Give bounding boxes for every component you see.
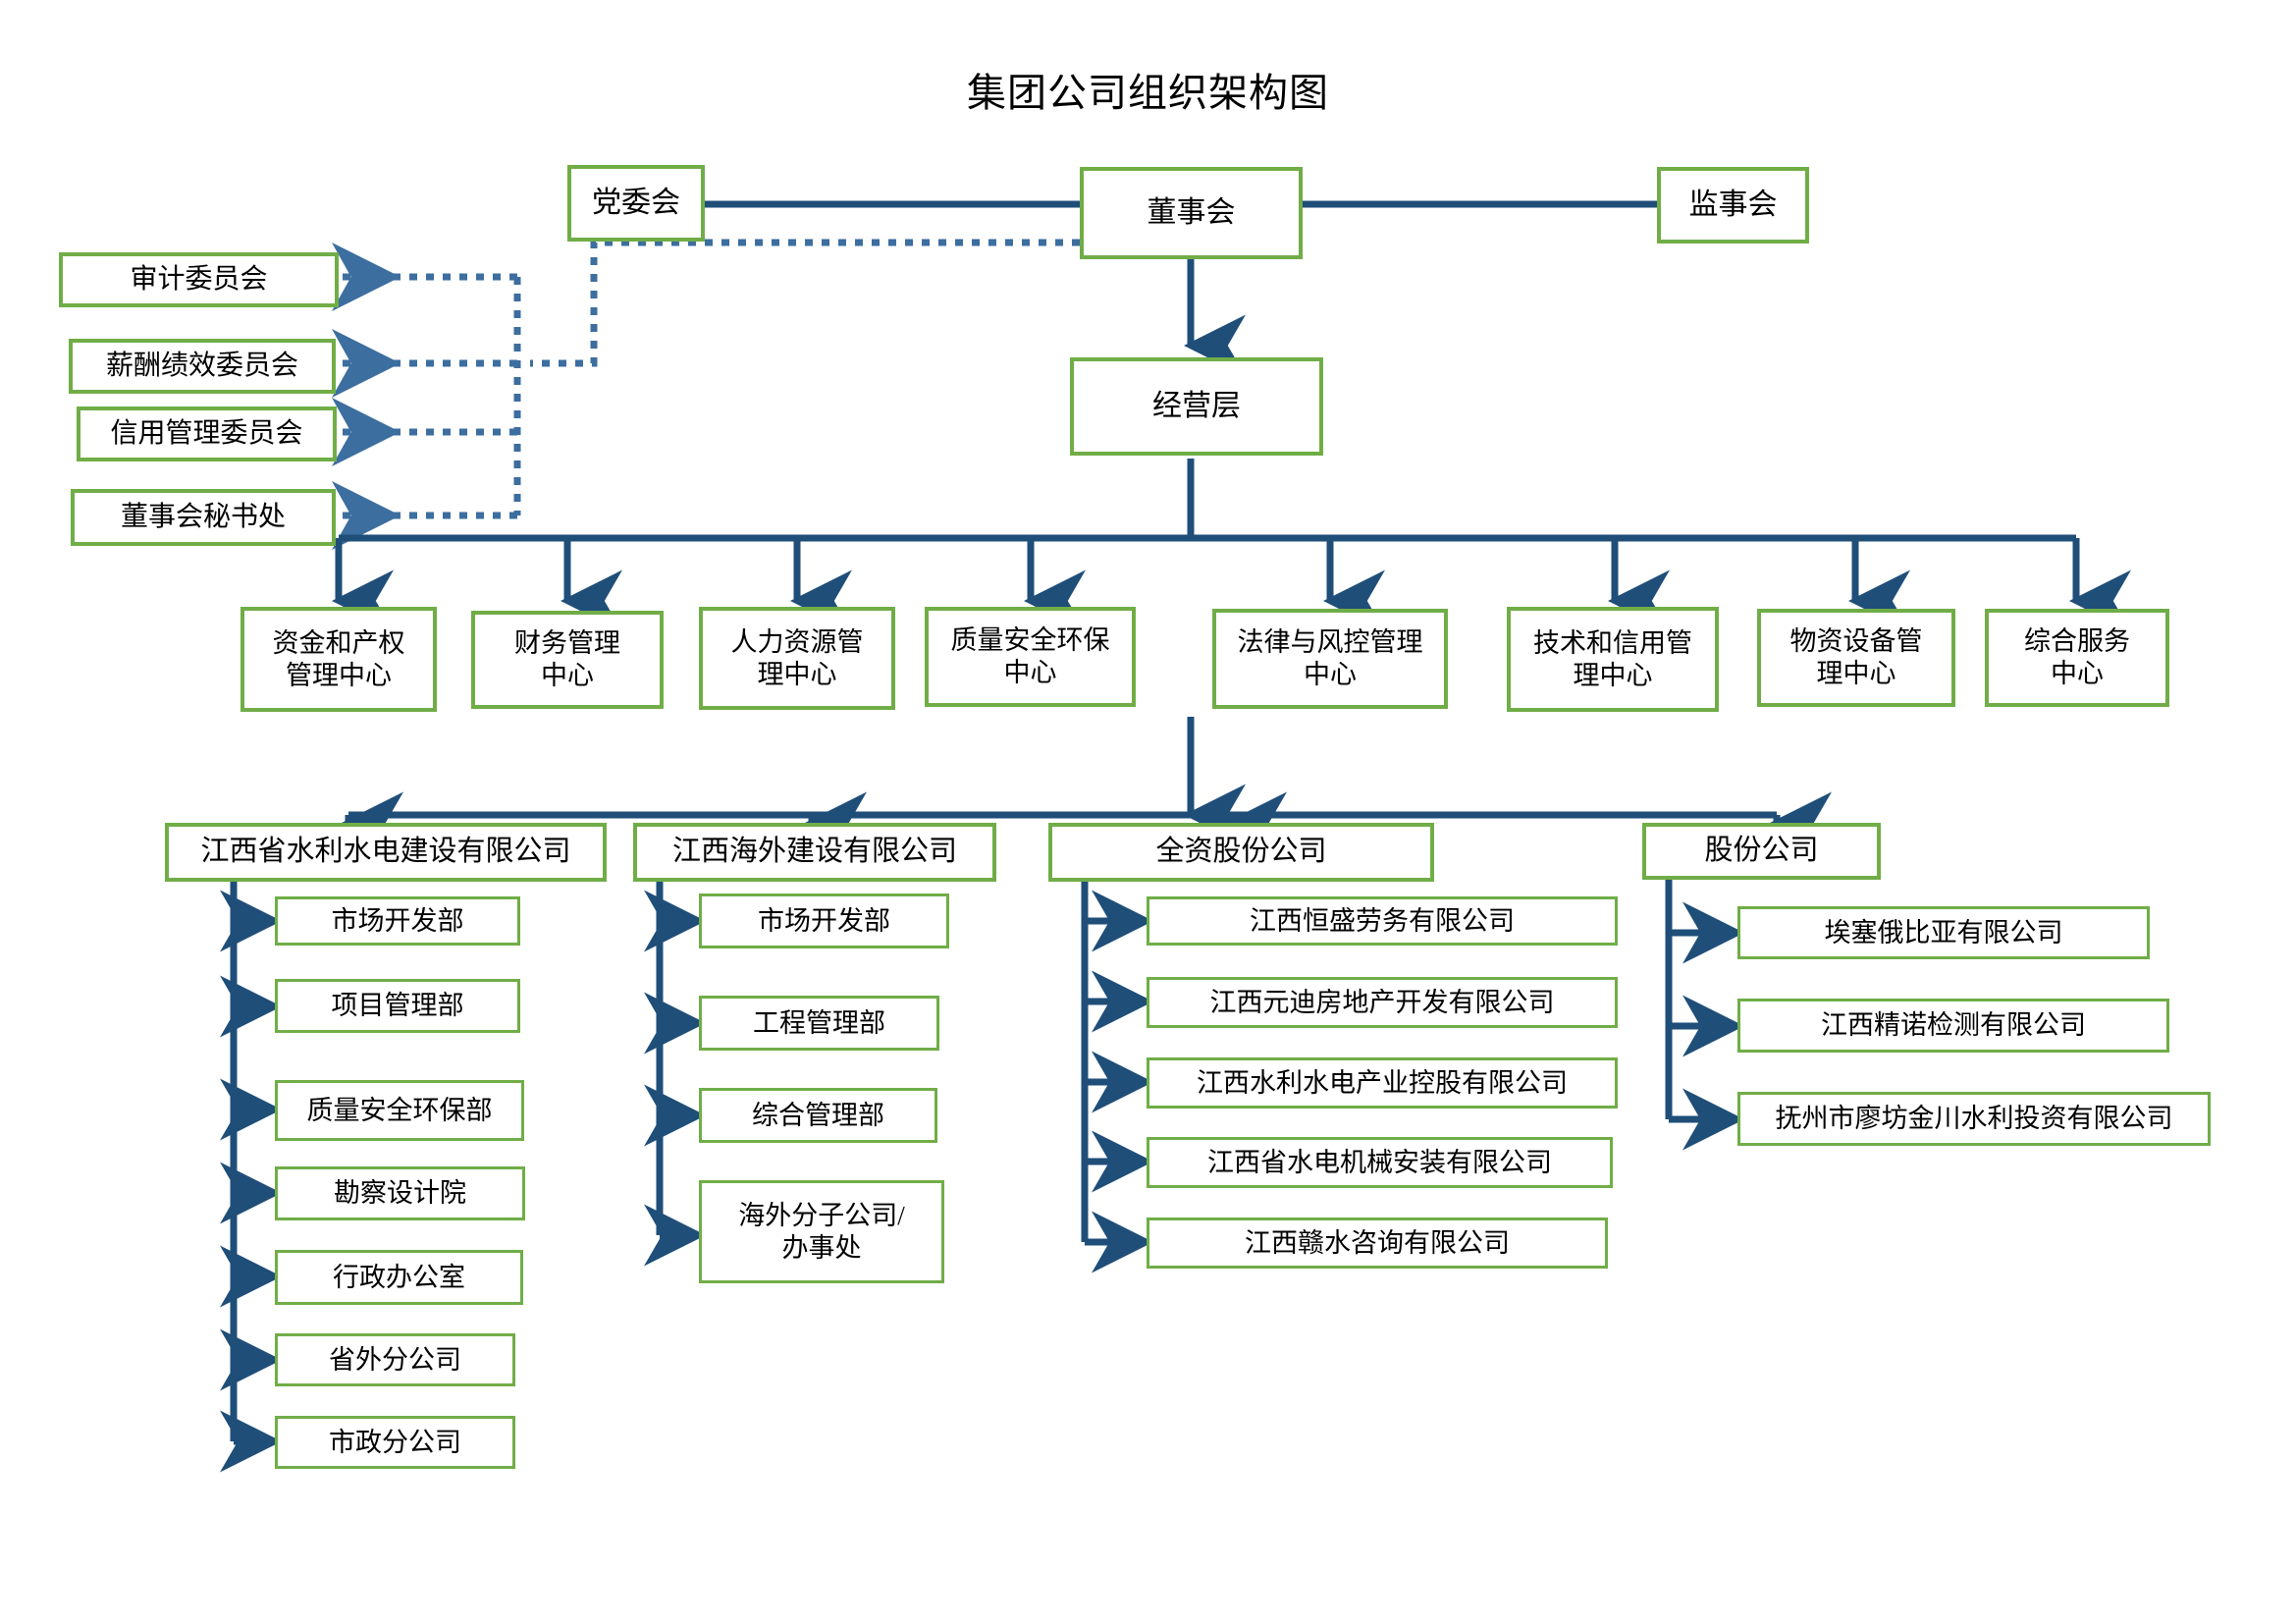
node-sub1-child-1[interactable]: 市场开发部 bbox=[275, 896, 520, 946]
node-sub2-child-2[interactable]: 工程管理部 bbox=[699, 996, 939, 1051]
node-sub2-child-4[interactable]: 海外分子公司/ 办事处 bbox=[699, 1180, 944, 1283]
node-sub2-child-1[interactable]: 市场开发部 bbox=[699, 893, 949, 948]
node-sub1-child-3[interactable]: 质量安全环保部 bbox=[275, 1080, 524, 1141]
node-sub1-child-2[interactable]: 项目管理部 bbox=[275, 979, 520, 1033]
node-management-center-3[interactable]: 人力资源管 理中心 bbox=[699, 607, 895, 710]
subsidiary-2-connectors bbox=[644, 878, 706, 1267]
node-management-center-8[interactable]: 综合服务 中心 bbox=[1985, 609, 2169, 707]
subsidiary-4-connectors bbox=[1665, 878, 1744, 1151]
subsidiaries-bus bbox=[342, 717, 1832, 854]
node-sub1-child-5[interactable]: 行政办公室 bbox=[275, 1250, 523, 1305]
node-subsidiary-2[interactable]: 江西海外建设有限公司 bbox=[633, 823, 996, 882]
dotted-committee-connectors bbox=[332, 239, 1080, 550]
node-credit-management-committee[interactable]: 信用管理委员会 bbox=[77, 406, 337, 461]
node-sub2-child-3[interactable]: 综合管理部 bbox=[699, 1088, 937, 1143]
node-board-of-directors[interactable]: 董事会 bbox=[1080, 167, 1303, 259]
node-subsidiary-4[interactable]: 股份公司 bbox=[1642, 823, 1881, 880]
node-subsidiary-1[interactable]: 江西省水利水电建设有限公司 bbox=[165, 823, 607, 882]
node-audit-committee[interactable]: 审计委员会 bbox=[59, 252, 339, 307]
node-management-center-6[interactable]: 技术和信用管 理中心 bbox=[1507, 607, 1719, 712]
link-board-to-committee-trunk bbox=[530, 239, 1080, 367]
node-sub1-child-7[interactable]: 市政分公司 bbox=[275, 1416, 515, 1469]
node-management-layer[interactable]: 经营层 bbox=[1070, 357, 1323, 456]
node-sub4-child-3[interactable]: 抚州市廖坊金川水利投资有限公司 bbox=[1737, 1092, 2211, 1146]
page-title: 集团公司组织架构图 bbox=[967, 71, 1329, 115]
node-sub3-child-1[interactable]: 江西恒盛劳务有限公司 bbox=[1147, 896, 1618, 946]
node-management-center-5[interactable]: 法律与风控管理 中心 bbox=[1212, 609, 1448, 709]
node-sub3-child-3[interactable]: 江西水利水电产业控股有限公司 bbox=[1147, 1057, 1618, 1109]
node-management-center-2[interactable]: 财务管理 中心 bbox=[471, 611, 664, 709]
node-management-center-1[interactable]: 资金和产权 管理中心 bbox=[240, 607, 437, 712]
subsidiary-1-connectors bbox=[220, 878, 282, 1473]
subsidiary-3-connectors bbox=[1081, 878, 1153, 1273]
node-sub4-child-1[interactable]: 埃塞俄比亚有限公司 bbox=[1737, 906, 2150, 959]
node-sub4-child-2[interactable]: 江西精诺检测有限公司 bbox=[1737, 999, 2169, 1053]
node-board-secretariat[interactable]: 董事会秘书处 bbox=[71, 489, 336, 546]
node-compensation-committee[interactable]: 薪酬绩效委员会 bbox=[69, 339, 336, 394]
node-board-of-supervisors[interactable]: 监事会 bbox=[1657, 167, 1809, 244]
node-sub1-child-4[interactable]: 勘察设计院 bbox=[275, 1166, 525, 1220]
node-management-center-4[interactable]: 质量安全环保 中心 bbox=[925, 607, 1136, 707]
node-subsidiary-3[interactable]: 全资股份公司 bbox=[1048, 823, 1434, 882]
node-sub3-child-5[interactable]: 江西赣水咨询有限公司 bbox=[1147, 1218, 1608, 1269]
node-management-center-7[interactable]: 物资设备管 理中心 bbox=[1757, 609, 1955, 707]
node-sub3-child-2[interactable]: 江西元迪房地产开发有限公司 bbox=[1147, 977, 1618, 1028]
node-sub3-child-4[interactable]: 江西省水电机械安装有限公司 bbox=[1147, 1137, 1613, 1188]
node-party-committee[interactable]: 党委会 bbox=[567, 165, 705, 242]
node-sub1-child-6[interactable]: 省外分公司 bbox=[275, 1333, 515, 1386]
management-centers-bus bbox=[332, 459, 2131, 632]
